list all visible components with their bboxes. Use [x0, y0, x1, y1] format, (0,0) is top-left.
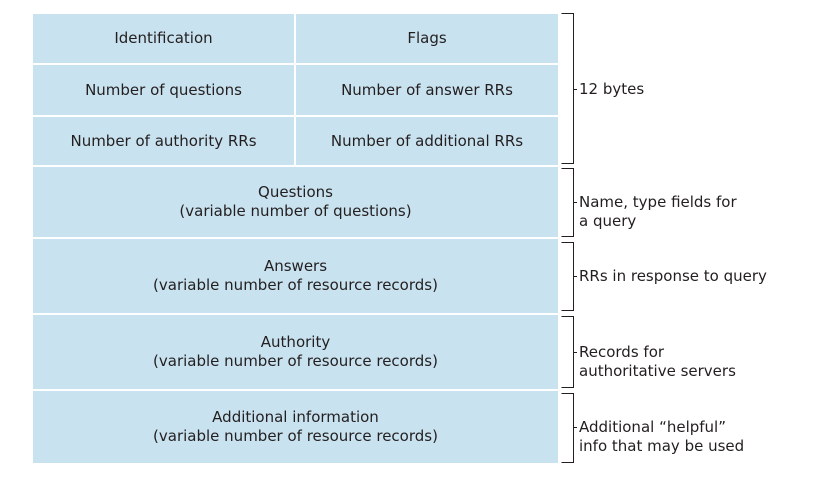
bracket-answers	[561, 242, 577, 311]
header-cell-number-of-authority-rrs: Number of authority RRs	[33, 117, 294, 165]
header-cell-label: Number of authority RRs	[70, 131, 257, 150]
section-authority: Authority (variable number of resource r…	[33, 315, 558, 389]
note-questions: Name, type fields for a query	[579, 193, 737, 231]
section-title: Authority	[260, 333, 331, 351]
header-cell-label: Flags	[407, 29, 447, 47]
section-answers: Answers (variable number of resource rec…	[33, 239, 558, 313]
header-cell-number-of-additional-rrs: Number of additional RRs	[296, 117, 558, 165]
section-title: Additional information	[212, 408, 379, 426]
note-line: a query	[579, 212, 637, 230]
note-line: Records for	[579, 343, 665, 361]
section-subtitle: (variable number of questions)	[179, 202, 412, 220]
header-cell-label: Number of additional RRs	[330, 131, 524, 150]
header-cell-number-of-questions: Number of questions	[33, 65, 294, 115]
note-12-bytes: 12 bytes	[579, 80, 644, 99]
note-line: Additional “helpful”	[579, 418, 726, 436]
bracket-header	[561, 13, 577, 164]
header-cell-label: Identification	[114, 29, 213, 47]
section-questions: Questions (variable number of questions)	[33, 167, 558, 237]
note-line: info that may be used	[579, 437, 745, 455]
header-cell-flags: Flags	[296, 14, 558, 63]
header-cell-label: Number of answer RRs	[341, 80, 513, 99]
header-cell-label: Number of questions	[85, 80, 242, 99]
note-line: Name, type fields for	[579, 193, 737, 211]
note-line: RRs in response to query	[579, 267, 767, 285]
note-answers: RRs in response to query	[579, 267, 767, 286]
header-cell-number-of-answer-rrs: Number of answer RRs	[296, 65, 558, 115]
section-subtitle: (variable number of resource records)	[153, 352, 438, 370]
header-cell-identification: Identification	[33, 14, 294, 63]
note-authority: Records for authoritative servers	[579, 343, 736, 381]
section-subtitle: (variable number of resource records)	[153, 427, 438, 445]
note-line: authoritative servers	[579, 362, 736, 380]
section-title: Questions	[258, 183, 333, 201]
note-line: 12 bytes	[579, 80, 645, 98]
note-additional: Additional “helpful” info that may be us…	[579, 418, 744, 456]
bracket-questions	[561, 168, 577, 237]
bracket-authority	[561, 316, 577, 388]
section-additional-information: Additional information (variable number …	[33, 391, 558, 463]
bracket-additional	[561, 393, 577, 463]
section-subtitle: (variable number of resource records)	[153, 276, 438, 294]
section-title: Answers	[263, 257, 328, 275]
